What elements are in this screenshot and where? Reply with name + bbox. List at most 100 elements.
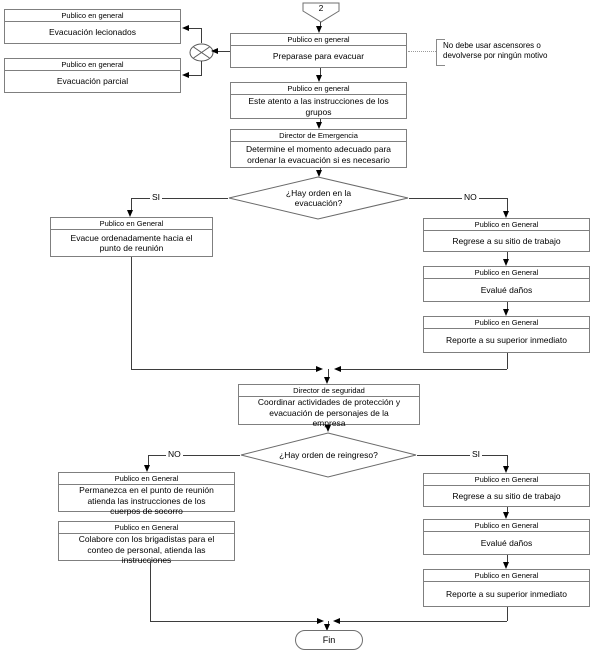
- arrow-left-icon: [182, 25, 189, 31]
- diamond-icon: [240, 432, 417, 478]
- decision-question: ¿Hay orden de reingreso?: [279, 449, 378, 460]
- box-header: Publico en General: [51, 218, 212, 230]
- process-colabore-brigadistas: Publico en General Colabore con los brig…: [58, 521, 235, 565]
- arrow-left-icon: [182, 72, 189, 78]
- connector-line: [507, 302, 508, 309]
- box-body: Reporte a su superior inmediato: [446, 588, 567, 599]
- process-evalue-danos-2: Publico en General Evalué daños: [423, 519, 590, 555]
- box-header: Publico en General: [59, 522, 234, 534]
- connector-line: [507, 353, 508, 369]
- connector-line: [340, 621, 507, 622]
- connector-line: [507, 507, 508, 512]
- process-evacuacion-parcial: Publico en general Evacuación parcial: [4, 58, 181, 93]
- arrow-down-icon: [503, 259, 509, 266]
- connector-line: [507, 455, 508, 466]
- note-text: No debe usar ascensores o devolverse por…: [443, 41, 548, 60]
- box-body: Regrese a su sitio de trabajo: [452, 490, 561, 501]
- box-header: Publico en General: [424, 267, 589, 279]
- arrow-down-icon: [324, 624, 330, 631]
- process-regrese-sitio-1: Publico en General Regrese a su sitio de…: [423, 218, 590, 252]
- box-header: Publico en General: [424, 317, 589, 329]
- arrow-left-icon: [334, 366, 341, 372]
- arrow-down-icon: [324, 377, 330, 384]
- box-body: Colabore con los brigadistas para el con…: [78, 534, 215, 565]
- box-header: Publico en General: [424, 520, 589, 532]
- connector-line: [189, 28, 202, 29]
- box-header: Director de seguridad: [239, 385, 419, 397]
- arrow-down-icon: [503, 309, 509, 316]
- connector-line: [150, 621, 317, 622]
- connector-line: [201, 28, 202, 43]
- arrow-down-icon: [503, 466, 509, 473]
- connector-line: [409, 198, 507, 199]
- connector-line: [507, 607, 508, 621]
- arrow-left-icon: [333, 618, 340, 624]
- box-header: Publico en general: [5, 10, 180, 22]
- connector-line: [201, 61, 202, 75]
- connector-line: [131, 369, 316, 370]
- diamond-icon: [228, 176, 409, 220]
- process-reporte-superior-2: Publico en General Reporte a su superior…: [423, 569, 590, 607]
- connector-line: [148, 455, 149, 465]
- connector-line: [417, 455, 507, 456]
- box-header: Publico en General: [424, 474, 589, 486]
- connector-line: [328, 369, 329, 377]
- process-preparese-evacuar: Publico en general Preparase para evacua…: [230, 33, 407, 68]
- decision-orden-evacuacion: ¿Hay orden en la evacuación?: [228, 176, 409, 220]
- connector-line: [217, 51, 230, 52]
- box-header: Publico en general: [231, 34, 406, 46]
- process-evacuacion-lecionados: Publico en general Evacuación lecionados: [4, 9, 181, 44]
- box-body: Coordinar actividades de protección y ev…: [257, 397, 401, 428]
- box-header: Publico en general: [231, 83, 406, 95]
- arrow-down-icon: [316, 170, 322, 177]
- connector-line: [507, 198, 508, 211]
- arrow-right-icon: [317, 618, 324, 624]
- box-header: Publico en general: [5, 59, 180, 71]
- process-coordinar-actividades: Director de seguridad Coordinar activida…: [238, 384, 420, 428]
- box-body: Evacuación parcial: [56, 76, 129, 87]
- box-body: Evalué daños: [480, 537, 533, 548]
- decision-question: ¿Hay orden en la evacuación?: [285, 187, 352, 209]
- connector-line: [131, 198, 228, 199]
- arrow-down-icon: [316, 122, 322, 129]
- note-connector-line: [408, 51, 436, 52]
- process-permanezca-punto: Publico en General Permanezca en el punt…: [58, 472, 235, 516]
- arrow-down-icon: [316, 75, 322, 82]
- connector-line: [189, 75, 202, 76]
- connector-line: [150, 561, 151, 621]
- terminator-label: Fin: [322, 635, 336, 645]
- connector-line: [328, 621, 329, 624]
- connector-line: [341, 369, 507, 370]
- process-evalue-danos-1: Publico en General Evalué daños: [423, 266, 590, 302]
- connector-line: [320, 68, 321, 75]
- box-header: Publico en General: [59, 473, 234, 485]
- connector-line: [131, 257, 132, 369]
- arrow-down-icon: [503, 562, 509, 569]
- arrow-down-icon: [144, 465, 150, 472]
- branch-label-si: SI: [470, 449, 483, 460]
- offpage-connector-label: 2: [318, 3, 324, 13]
- connector-line: [507, 555, 508, 562]
- branch-label-no: NO: [462, 192, 479, 203]
- box-header: Publico en General: [424, 570, 589, 582]
- connector-line: [320, 119, 321, 122]
- process-determine-momento: Director de Emergencia Determine el mome…: [230, 129, 407, 168]
- arrow-down-icon: [316, 26, 322, 33]
- box-body: Este atento a las instrucciones de los g…: [248, 96, 389, 117]
- box-body: Reporte a su superior inmediato: [446, 335, 567, 346]
- box-body: Evacuación lecionados: [49, 27, 136, 38]
- branch-label-no: NO: [166, 449, 183, 460]
- branch-label-si: SI: [150, 192, 163, 203]
- connector-line: [148, 455, 240, 456]
- terminator-fin: Fin: [295, 630, 363, 650]
- connector-line: [320, 22, 321, 26]
- box-header: Director de Emergencia: [231, 130, 406, 142]
- box-body: Evacue ordenadamente hacia el punto de r…: [70, 232, 193, 254]
- box-body: Determine el momento adecuado para orden…: [245, 144, 392, 165]
- arrow-left-icon: [211, 48, 218, 54]
- note-bracket-icon: [436, 39, 445, 66]
- box-header: Publico en General: [424, 219, 589, 231]
- arrow-down-icon: [127, 210, 133, 217]
- process-reporte-superior-1: Publico en General Reporte a su superior…: [423, 316, 590, 353]
- arrow-right-icon: [316, 366, 323, 372]
